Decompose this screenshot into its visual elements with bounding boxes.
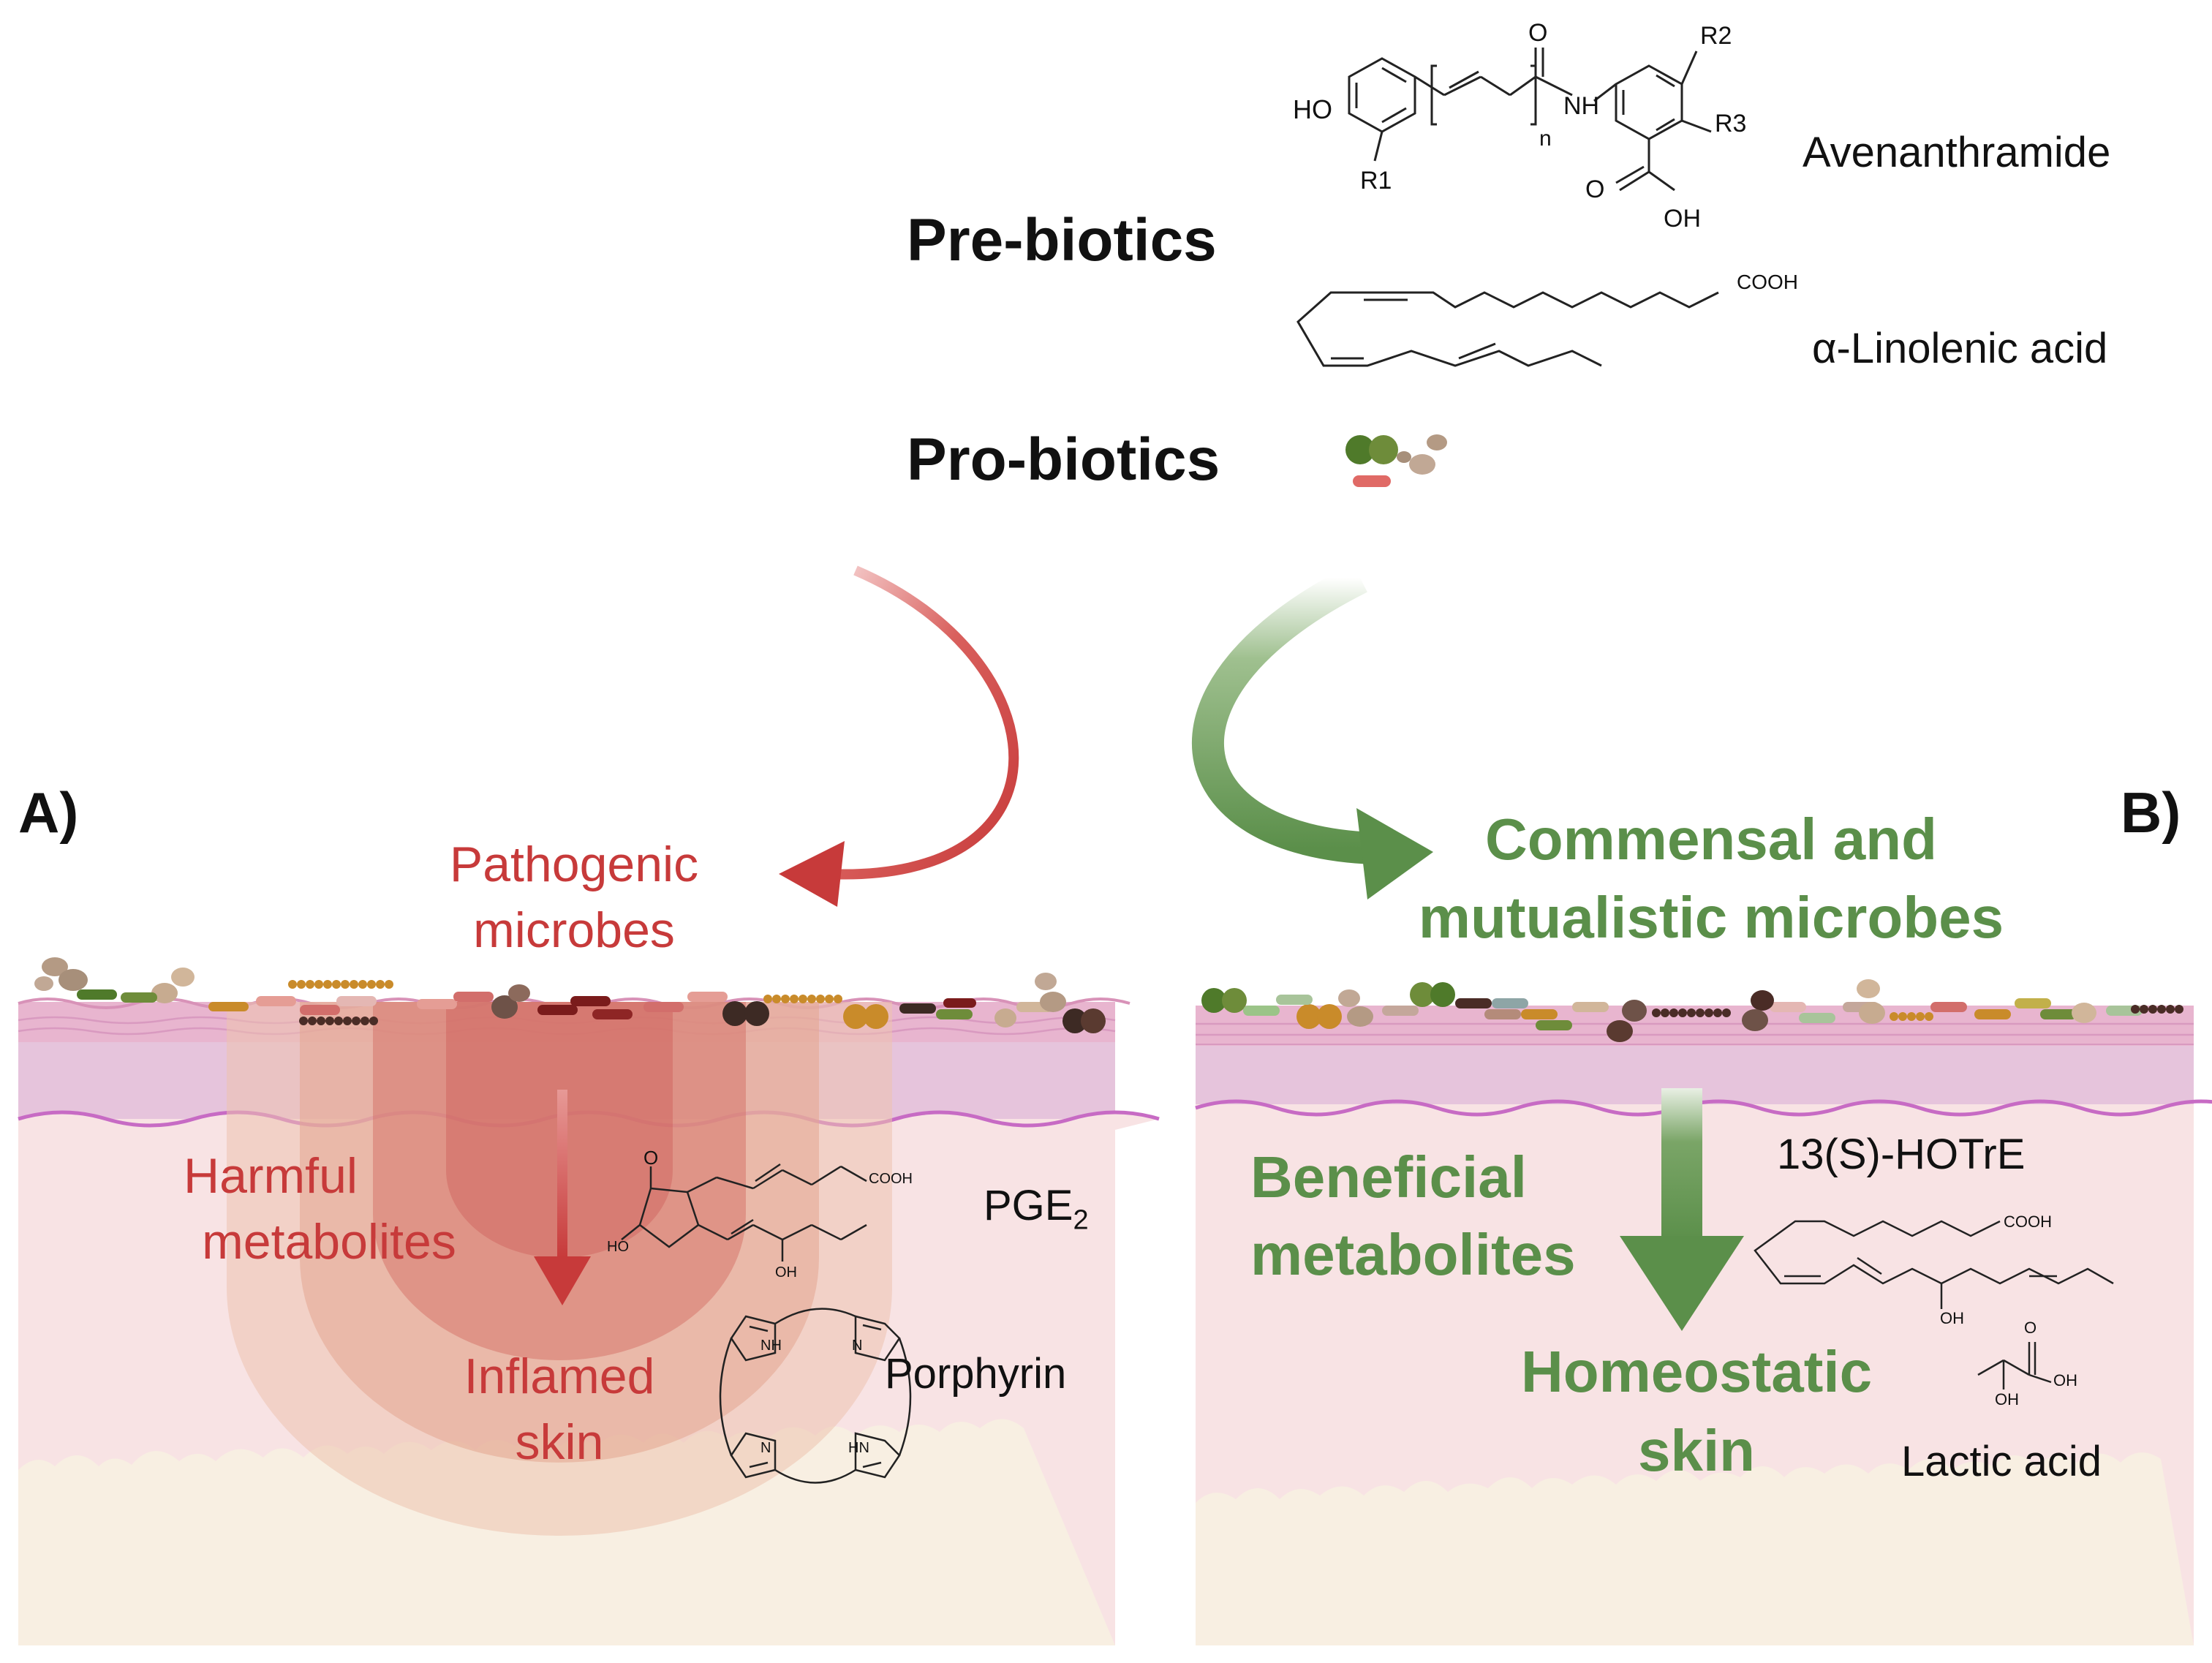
hotre-label-cooh: COOH <box>2004 1213 2052 1231</box>
harmful-metabolites-line2: metabolites <box>202 1214 456 1270</box>
pge2-label-oh: OH <box>775 1264 797 1281</box>
avenanthramide-label-o2: O <box>1585 176 1605 203</box>
porphyrin-label-hn: HN <box>848 1440 869 1456</box>
lactic-label-o: O <box>2024 1319 2037 1337</box>
pathogenic-microbes-line1: Pathogenic <box>449 837 699 892</box>
homeostatic-skin-line2: skin <box>1637 1418 1756 1483</box>
pge2-subscript: 2 <box>1073 1204 1089 1236</box>
hotre-structure: COOH OH <box>1744 1192 2183 1338</box>
avenanthramide-label-ho: HO <box>1293 94 1332 124</box>
avenanthramide-label-o1: O <box>1528 19 1548 47</box>
beneficial-metabolites-line2: metabolites <box>1250 1222 1576 1287</box>
inflamed-skin-line1: Inflamed <box>464 1349 655 1404</box>
avenanthramide-label-r2: R2 <box>1700 22 1732 50</box>
commensal-microbes-line2: mutualistic microbes <box>1418 885 2004 950</box>
lactic-acid-structure: O OH OH <box>1967 1320 2084 1415</box>
linolenic-label-cooh: COOH <box>1737 271 1798 293</box>
avenanthramide-structure: HO R1 R2 R3 n NH O O OH <box>1287 15 1843 249</box>
porphyrin-structure: NH N N HN <box>702 1294 958 1499</box>
lactic-label-oh2: OH <box>1995 1390 2019 1409</box>
beneficial-metabolites-line1: Beneficial <box>1250 1145 1527 1210</box>
pge2-name: PGE2 <box>984 1185 1089 1234</box>
porphyrin-name: Porphyrin <box>885 1350 1067 1398</box>
panel-b-tag: B) <box>2121 780 2181 845</box>
arrow-to-pathogenic <box>779 565 1019 907</box>
panel-b-skin <box>1195 979 2212 1645</box>
porphyrin-label-n2: N <box>760 1440 771 1456</box>
hotre-label-oh: OH <box>1940 1309 1964 1327</box>
hotre-name: 13(S)-HOTrE <box>1777 1131 2026 1178</box>
panel-a-tag: A) <box>18 780 79 845</box>
arrow-harmful-down <box>534 1090 591 1305</box>
panel-a-skin <box>18 957 1160 1645</box>
avenanthramide-name: Avenanthramide <box>1803 129 2111 176</box>
commensal-microbes <box>1201 979 2183 1042</box>
prebiotics-heading: Pre-biotics <box>907 207 1217 274</box>
linolenic-acid-structure: COOH <box>1287 263 1813 380</box>
harmful-metabolites-line1: Harmful <box>183 1148 358 1204</box>
arrow-to-commensal <box>1191 563 1433 900</box>
inflamed-skin-line2: skin <box>515 1414 604 1470</box>
porphyrin-label-n1: N <box>852 1338 863 1354</box>
commensal-microbes-line1: Commensal and <box>1485 807 1937 872</box>
porphyrin-label-nh: NH <box>760 1338 782 1354</box>
linolenic-acid-name: α-Linolenic acid <box>1812 325 2108 372</box>
homeostatic-skin-line1: Homeostatic <box>1520 1339 1873 1404</box>
pge2-structure: O COOH HO OH <box>607 1148 987 1294</box>
probiotic-microbes-icon <box>1345 434 1447 487</box>
avenanthramide-label-oh: OH <box>1664 205 1701 233</box>
lactic-acid-name: Lactic acid <box>1901 1438 2102 1485</box>
pathogenic-microbes-line2: microbes <box>473 902 675 958</box>
pge2-label-cooh: COOH <box>869 1171 913 1187</box>
probiotics-heading: Pro-biotics <box>907 426 1220 493</box>
avenanthramide-label-n: n <box>1539 127 1552 151</box>
pge2-label-o: O <box>643 1147 659 1169</box>
pge2-name-text: PGE <box>984 1182 1073 1229</box>
arrow-beneficial-down <box>1620 1088 1744 1331</box>
pathogenic-microbes <box>34 957 1106 1033</box>
lactic-label-oh1: OH <box>2053 1371 2077 1389</box>
avenanthramide-label-r3: R3 <box>1715 110 1747 137</box>
avenanthramide-label-r1: R1 <box>1360 167 1392 195</box>
pge2-label-ho: HO <box>607 1239 629 1255</box>
avenanthramide-label-nh: NH <box>1563 92 1600 120</box>
